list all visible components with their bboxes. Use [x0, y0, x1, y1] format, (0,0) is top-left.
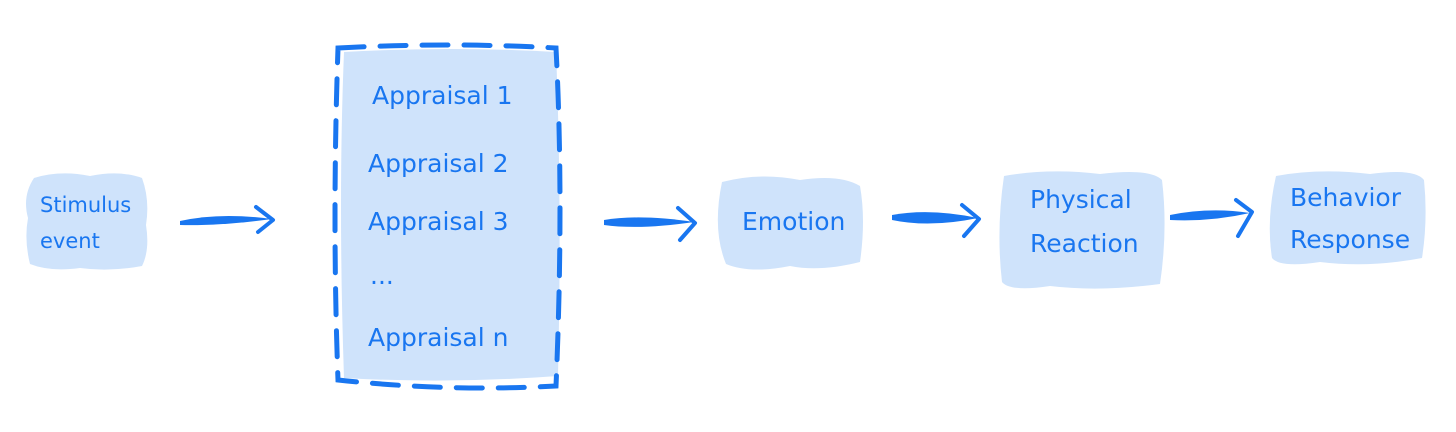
node-appraisals: Appraisal 1 Appraisal 2 Appraisal 3 ... …: [332, 42, 563, 391]
arrow-shaft: [892, 212, 978, 224]
node-behavior-line1: Behavior: [1290, 183, 1402, 212]
arrow-appraisals-to-emotion: [604, 206, 697, 242]
arrow-shaft: [180, 215, 272, 226]
node-emotion: Emotion: [717, 176, 863, 270]
appraisal-item-n: Appraisal n: [368, 323, 508, 352]
appraisal-item-2: Appraisal 2: [368, 149, 509, 178]
appraisal-item-1: Appraisal 1: [372, 81, 513, 110]
node-behavior-response: Behavior Response: [1269, 171, 1426, 265]
node-physical-line2: Reaction: [1030, 229, 1139, 258]
arrow-head: [254, 205, 275, 234]
arrow-emotion-to-physical: [892, 203, 981, 238]
appraisal-item-ellipsis: ...: [370, 261, 394, 290]
node-physical-reaction: Physical Reaction: [999, 171, 1165, 289]
arrow-shaft: [604, 217, 694, 227]
node-behavior-line2: Response: [1290, 225, 1410, 254]
node-emotion-blob: [717, 176, 863, 270]
node-emotion-label: Emotion: [742, 207, 845, 236]
node-behavior-blob: [1269, 171, 1426, 265]
node-appraisals-dashed-border: [332, 42, 563, 391]
arrow-head: [676, 206, 697, 242]
node-stimulus-blob: [26, 173, 148, 270]
appraisal-item-3: Appraisal 3: [368, 207, 509, 236]
node-stimulus-event: Stimulus event: [26, 173, 148, 270]
arrow-head: [960, 203, 981, 238]
node-physical-blob: [999, 171, 1165, 289]
arrow-shaft: [1170, 210, 1250, 221]
node-physical-line1: Physical: [1030, 185, 1132, 214]
node-appraisals-blob: [341, 49, 560, 381]
arrow-head: [1234, 198, 1254, 238]
node-stimulus-line1: Stimulus: [40, 193, 131, 217]
node-stimulus-line2: event: [40, 229, 100, 253]
arrow-physical-to-behavior: [1170, 198, 1254, 238]
arrow-stimulus-to-appraisals: [180, 205, 275, 234]
